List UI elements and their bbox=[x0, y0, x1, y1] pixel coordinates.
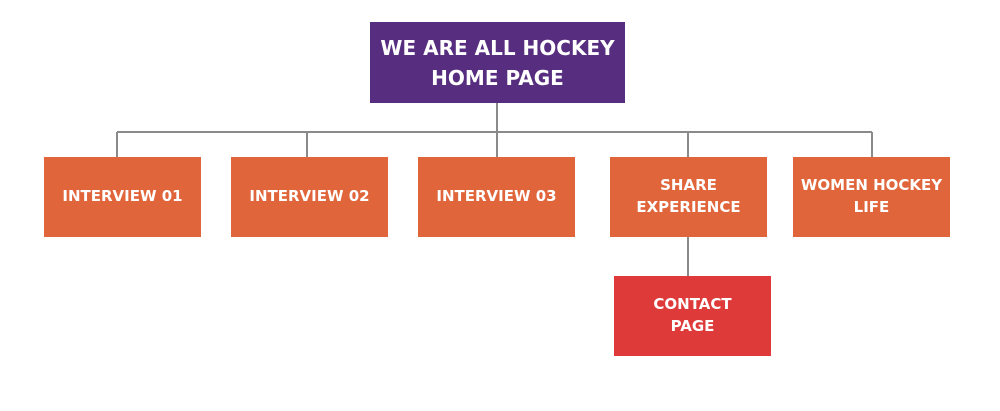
node-interview-01[interactable]: INTERVIEW 01 bbox=[44, 157, 201, 237]
root-node-home-page[interactable]: WE ARE ALL HOCKEY HOME PAGE bbox=[370, 22, 625, 103]
node-women-hockey-life[interactable]: WOMEN HOCKEY LIFE bbox=[793, 157, 950, 237]
node-interview-03[interactable]: INTERVIEW 03 bbox=[418, 157, 575, 237]
node-interview-02[interactable]: INTERVIEW 02 bbox=[231, 157, 388, 237]
node-share-experience[interactable]: SHARE EXPERIENCE bbox=[610, 157, 767, 237]
node-contact-page[interactable]: CONTACT PAGE bbox=[614, 276, 771, 356]
